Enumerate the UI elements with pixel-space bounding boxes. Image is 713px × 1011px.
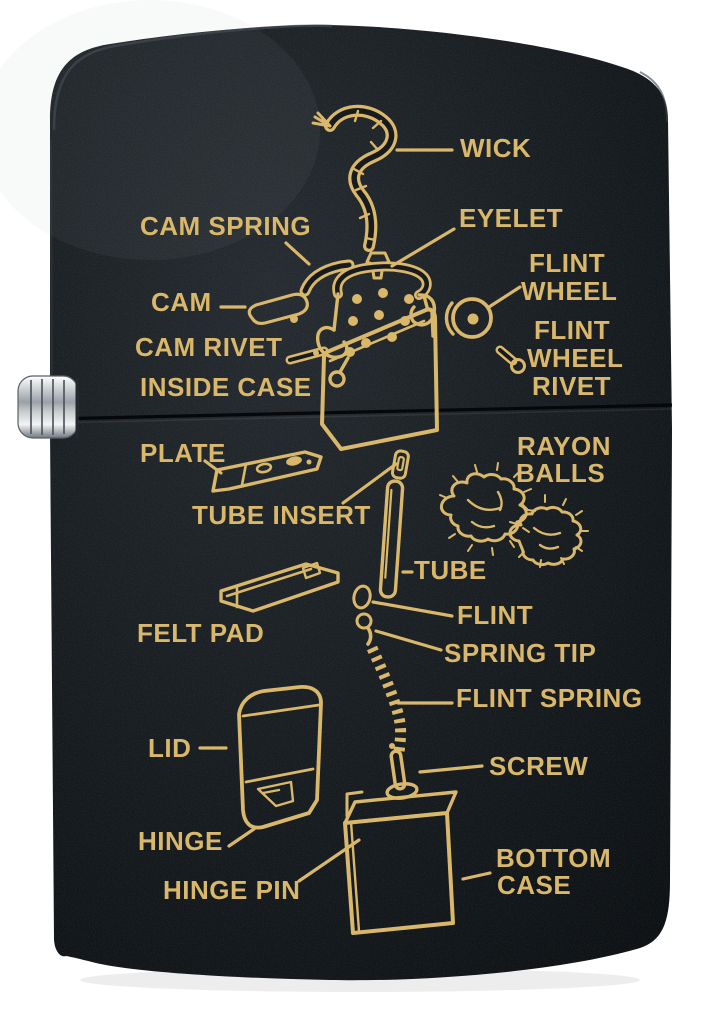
- leader-lines: [198, 148, 522, 883]
- right-rim-highlight: [639, 71, 668, 123]
- label-hinge-pin: HINGE PIN: [163, 875, 301, 905]
- label-felt-pad: FELT PAD: [137, 618, 265, 648]
- label-inside-case: INSIDE CASE: [140, 372, 312, 402]
- label-rayon-balls-line1: RAYON: [517, 431, 612, 461]
- bottom-case-illustration: [343, 790, 458, 935]
- lid-illustration: [237, 685, 323, 830]
- cam-illustration: [247, 292, 309, 326]
- label-cam: CAM: [151, 287, 212, 317]
- label-tube: TUBE: [414, 555, 487, 585]
- wick-illustration: [311, 104, 398, 252]
- spring-tip-illustration: [355, 612, 373, 646]
- screw-illustration: [385, 743, 419, 800]
- rayon-balls-illustration: [439, 462, 589, 568]
- label-wick: WICK: [460, 133, 532, 163]
- label-flint-wheel-rivet-line2: WHEEL: [527, 343, 624, 373]
- label-flint-wheel-rivet-line3: RIVET: [532, 371, 612, 401]
- cam-spring-illustration: [299, 259, 355, 297]
- label-spring-tip: SPRING TIP: [444, 638, 597, 668]
- lid-seam: [49, 403, 673, 424]
- leader-cam-spring: [284, 241, 311, 266]
- inside-case-illustration: [316, 261, 439, 451]
- cam-rivet-illustration: [285, 346, 329, 365]
- label-hinge: HINGE: [138, 826, 223, 856]
- flint-spring-illustration: [366, 645, 407, 754]
- leader-eyelet: [390, 227, 456, 268]
- leader-screw: [418, 764, 484, 774]
- chrome-hinge-hardware: [17, 375, 79, 439]
- label-screw: SCREW: [489, 751, 589, 781]
- label-rayon-balls-line2: BALLS: [516, 458, 606, 488]
- flint-wheel-rivet-illustration: [495, 345, 526, 374]
- label-cam-spring: CAM SPRING: [140, 211, 312, 241]
- leader-flint-wheel: [487, 285, 522, 309]
- label-flint-wheel-line2: WHEEL: [521, 276, 618, 306]
- label-flint-wheel-rivet-line1: FLINT: [534, 315, 611, 345]
- label-eyelet: EYELET: [459, 203, 564, 233]
- corner-sheen: [0, 0, 320, 260]
- label-tube-insert: TUBE INSERT: [192, 500, 371, 530]
- label-plate: PLATE: [140, 438, 226, 468]
- leader-hinge: [227, 827, 256, 848]
- label-bottom-case-line2: CASE: [497, 870, 572, 900]
- diagram-lineart: [198, 104, 589, 935]
- leader-spring-tip: [374, 629, 443, 652]
- leader-bottom-case: [461, 871, 492, 881]
- label-bottom-case-line1: BOTTOM: [496, 843, 612, 873]
- label-flint-wheel-line1: FLINT: [529, 248, 606, 278]
- leader-flint: [371, 600, 454, 618]
- lighter-body: [0, 0, 672, 981]
- leader-tube-insert: [341, 462, 398, 505]
- label-lid: LID: [148, 733, 192, 763]
- label-flint-spring: FLINT SPRING: [456, 683, 643, 713]
- label-flint: FLINT: [457, 600, 534, 630]
- tube-insert-illustration: [390, 449, 410, 480]
- felt-pad-illustration: [219, 561, 340, 613]
- tube-illustration: [378, 479, 405, 599]
- flint-illustration: [352, 584, 372, 610]
- label-cam-rivet: CAM RIVET: [135, 332, 283, 362]
- leader-plate: [203, 459, 223, 475]
- top-rim-highlight: [52, 24, 333, 131]
- flint-wheel-illustration: [444, 297, 493, 339]
- leader-hinge-pin: [297, 838, 361, 883]
